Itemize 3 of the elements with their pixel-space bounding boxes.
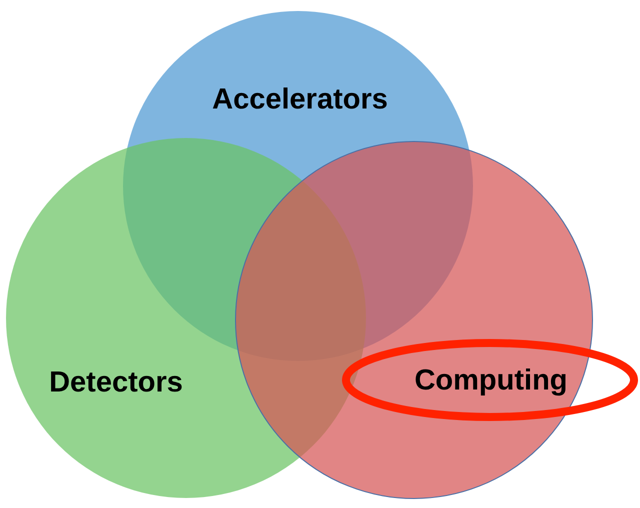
circle-label: Computing (414, 364, 568, 398)
circle-label: Accelerators (212, 84, 388, 116)
circle-label: Detectors (49, 366, 183, 400)
